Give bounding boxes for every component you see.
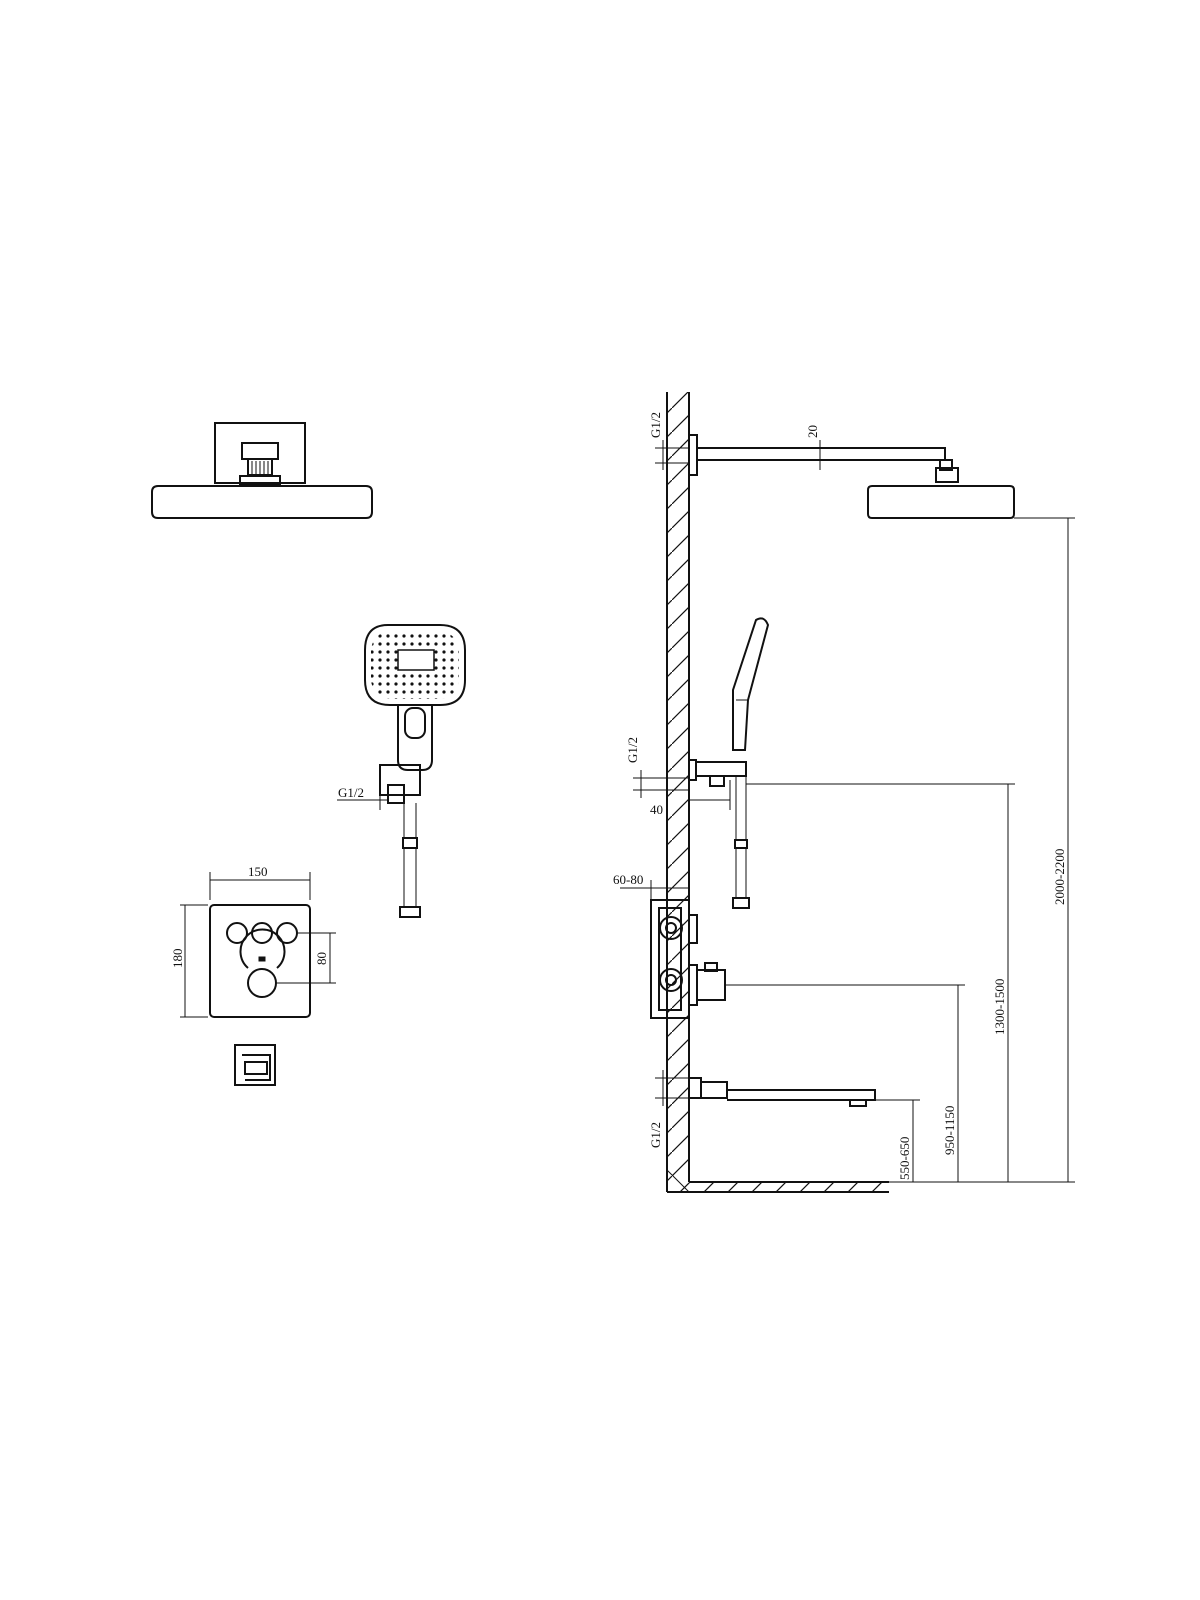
spout-height-label: 550-650 — [897, 1137, 912, 1180]
function-button-3 — [276, 922, 298, 944]
hand-shower-side-body — [732, 617, 770, 751]
spout-body — [700, 1081, 728, 1099]
hand-offset-label: 40 — [650, 802, 663, 817]
bath-spout-side-view: G1/2 — [648, 1070, 876, 1148]
valve-port-lower — [659, 968, 683, 992]
spout-outlet — [242, 1054, 271, 1081]
handle-button — [404, 707, 426, 739]
button-offset-label: 80 — [314, 952, 329, 965]
spout-mouth — [244, 1061, 268, 1075]
hose-side-lower — [735, 848, 747, 898]
head-neck — [239, 475, 281, 485]
arm-elbow — [939, 459, 953, 471]
hand-thread-label-right: G1/2 — [625, 737, 640, 763]
shower-head-body — [151, 485, 373, 519]
overhead-shower-front-view — [151, 422, 373, 519]
spout-arm — [727, 1089, 876, 1101]
hose-connector — [387, 784, 405, 804]
hose-lower — [403, 848, 417, 907]
thermostat-arc — [239, 928, 286, 969]
function-button-2 — [251, 922, 273, 944]
shower-arm — [696, 447, 946, 461]
head-connector — [241, 442, 279, 460]
hand-shower-side-view: G1/2 40 — [625, 617, 770, 909]
wall-section — [666, 392, 889, 1193]
hose-end-side — [732, 897, 750, 909]
concealed-valve-section: 60-80 — [613, 872, 726, 1019]
thermostat-knob — [247, 968, 277, 998]
overhead-shower-side-view: G1/2 20 — [648, 412, 1015, 519]
hand-holder-side — [695, 761, 747, 777]
spray-mode-window — [397, 649, 435, 671]
hose-connector-side — [709, 775, 725, 787]
valve-flange-upper — [688, 914, 698, 944]
function-button-1 — [226, 922, 248, 944]
hose-side-upper — [735, 776, 747, 840]
panel-height-label: 180 — [170, 949, 185, 969]
valve-height-label: 950-1150 — [942, 1106, 957, 1155]
head-thread-label: G1/2 — [648, 412, 663, 438]
hose-end — [399, 906, 421, 918]
panel-plate — [209, 904, 311, 1018]
spout-front-view — [234, 1044, 276, 1086]
valve-flange-lower — [688, 964, 698, 1006]
hose-clip — [402, 837, 418, 849]
valve-box — [650, 899, 690, 1019]
hand-holder-bracket — [379, 764, 421, 796]
spout-plate — [234, 1044, 276, 1086]
arm-wall-flange — [688, 434, 698, 476]
hand-shower-front-view: G1/2 — [337, 624, 466, 918]
valve-port-upper — [659, 916, 683, 940]
panel-width-label: 150 — [248, 864, 268, 879]
valve-depth-label: 60-80 — [613, 872, 643, 887]
spout-thread-label: G1/2 — [648, 1122, 663, 1148]
hose-clip-side — [734, 839, 748, 849]
hose-upper — [403, 803, 417, 838]
hand-height-label: 1300-1500 — [992, 979, 1007, 1035]
thermostat-cartridge — [696, 969, 726, 1001]
hand-shower-face — [364, 624, 466, 706]
spout-wall-flange — [688, 1077, 702, 1099]
arm-offset-label: 20 — [805, 425, 820, 438]
hand-thread-label-left: G1/2 — [338, 785, 364, 800]
shower-head-side — [867, 485, 1015, 519]
control-panel-front-view: 150 180 80 — [170, 864, 336, 1018]
cartridge-cap — [704, 962, 718, 972]
spout-outlet-side — [849, 1099, 867, 1107]
valve-body — [658, 907, 682, 1011]
height-dimensions: 550-650 950-1150 1300-1500 2000-2200 — [725, 517, 1075, 1183]
head-swivel — [935, 467, 959, 483]
holder-wall-flange — [688, 759, 697, 781]
head-height-label: 2000-2200 — [1052, 849, 1067, 905]
temp-indicator-icon — [258, 956, 266, 962]
